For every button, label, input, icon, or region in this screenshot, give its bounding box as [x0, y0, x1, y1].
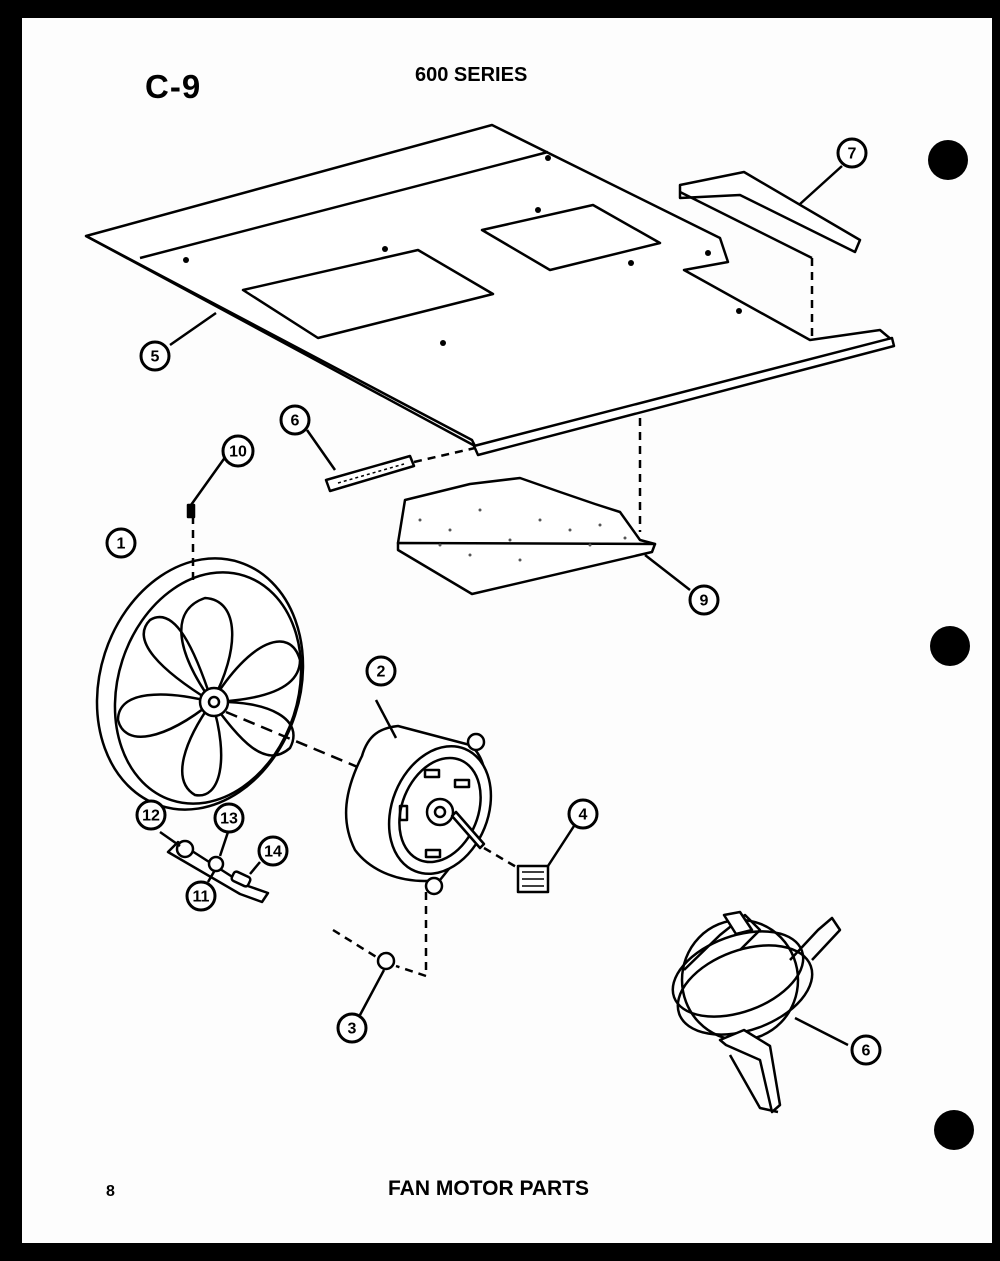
- callout-10: 10: [221, 434, 255, 468]
- svg-text:12: 12: [142, 808, 160, 825]
- svg-text:5: 5: [151, 349, 160, 366]
- svg-text:4: 4: [579, 807, 588, 824]
- motor-mount-part-4: [671, 910, 849, 1114]
- svg-text:13: 13: [220, 811, 238, 828]
- callout-11: 11: [185, 880, 217, 912]
- svg-text:6: 6: [862, 1043, 871, 1060]
- callout-12: 12: [135, 799, 167, 831]
- svg-text:1: 1: [117, 536, 126, 553]
- svg-text:14: 14: [264, 844, 282, 861]
- callout-3: 3: [336, 1012, 368, 1044]
- svg-text:11: 11: [193, 889, 210, 906]
- binder-hole: [928, 140, 968, 180]
- callout-2: 2: [365, 655, 397, 687]
- grommet-part-3: [332, 892, 428, 1016]
- callout-14: 14: [257, 835, 289, 867]
- insulation-part-9: [396, 418, 657, 596]
- scan-border-right: [992, 0, 1000, 1261]
- callout-6-top-cover: 5: [139, 340, 171, 372]
- series-title: 600 SERIES: [415, 64, 528, 86]
- page-number: 8: [106, 1183, 115, 1200]
- scan-border-bottom: [0, 1243, 1000, 1261]
- svg-text:6: 6: [291, 413, 300, 430]
- svg-text:3: 3: [348, 1021, 357, 1038]
- callout-9: 9: [688, 584, 720, 616]
- label-part-5: [483, 825, 576, 894]
- svg-text:2: 2: [377, 664, 386, 681]
- callout-5: 4: [567, 798, 599, 830]
- callout-1: 1: [105, 527, 137, 559]
- callout-4: 6: [850, 1034, 882, 1066]
- svg-text:9: 9: [700, 593, 709, 610]
- callout-6-strip: 6: [279, 404, 311, 436]
- scan-border-top: [0, 0, 1000, 18]
- svg-text:10: 10: [229, 444, 247, 461]
- mount-parts-11-14: [159, 830, 270, 904]
- nut-part-10: [186, 455, 228, 519]
- fan-motor-part-2: [225, 699, 493, 896]
- top-cover-panel: [84, 123, 896, 457]
- callout-13: 13: [213, 802, 245, 834]
- binder-hole: [934, 1110, 974, 1150]
- bracket-part-7: [678, 170, 862, 340]
- callout-7: 7: [836, 137, 868, 169]
- diagram-caption: FAN MOTOR PARTS: [388, 1177, 590, 1200]
- strip-part-6: [324, 446, 476, 493]
- sheet-id: C-9: [145, 68, 202, 105]
- svg-text:7: 7: [848, 146, 857, 163]
- scan-border-left: [0, 0, 22, 1261]
- binder-hole: [930, 626, 970, 666]
- fan-blade-part-1: [95, 516, 305, 811]
